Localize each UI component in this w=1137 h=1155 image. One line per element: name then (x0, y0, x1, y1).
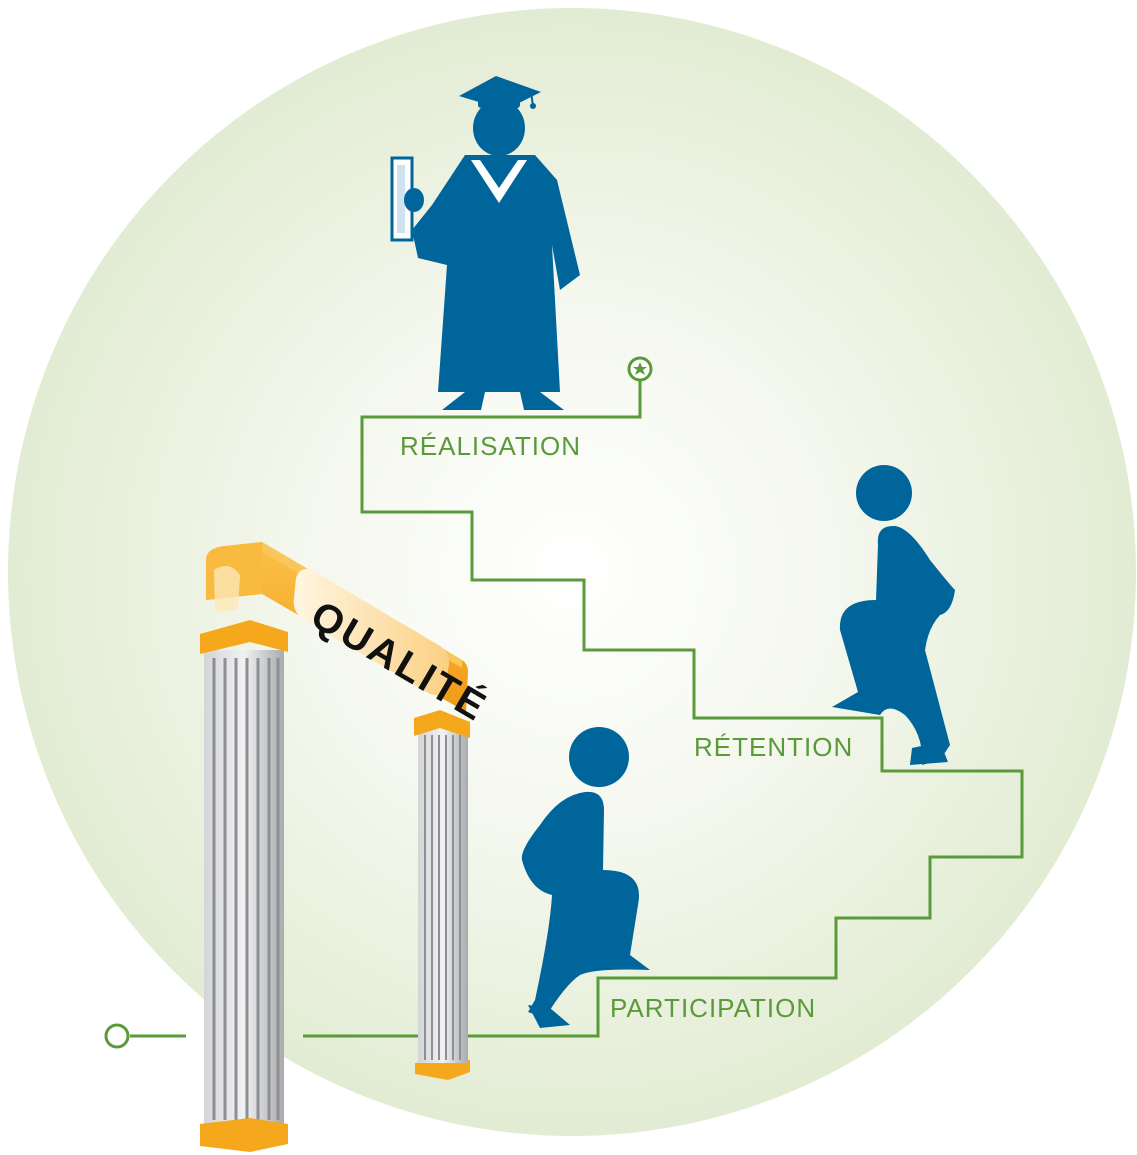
arch-right-base (415, 1060, 470, 1080)
stage-label-realisation: RÉALISATION (400, 431, 581, 461)
stage-label-retention: RÉTENTION (694, 732, 853, 762)
arch-left-column (204, 650, 284, 1128)
arch-sign-plate (293, 569, 449, 696)
walking-person-icon-upper (832, 465, 955, 765)
walking-person-icon-lower (521, 727, 650, 1028)
arch-left-base (200, 1118, 288, 1152)
graduate-figure-icon (390, 76, 580, 410)
star-circle-icon (627, 356, 653, 382)
background-circle (8, 8, 1136, 1136)
stage-label-participation: PARTICIPATION (610, 993, 816, 1023)
arch-right-capital (414, 710, 470, 738)
arch-left-capital (200, 620, 288, 654)
stair-path (130, 380, 1024, 1038)
open-circle-icon (104, 1023, 130, 1049)
